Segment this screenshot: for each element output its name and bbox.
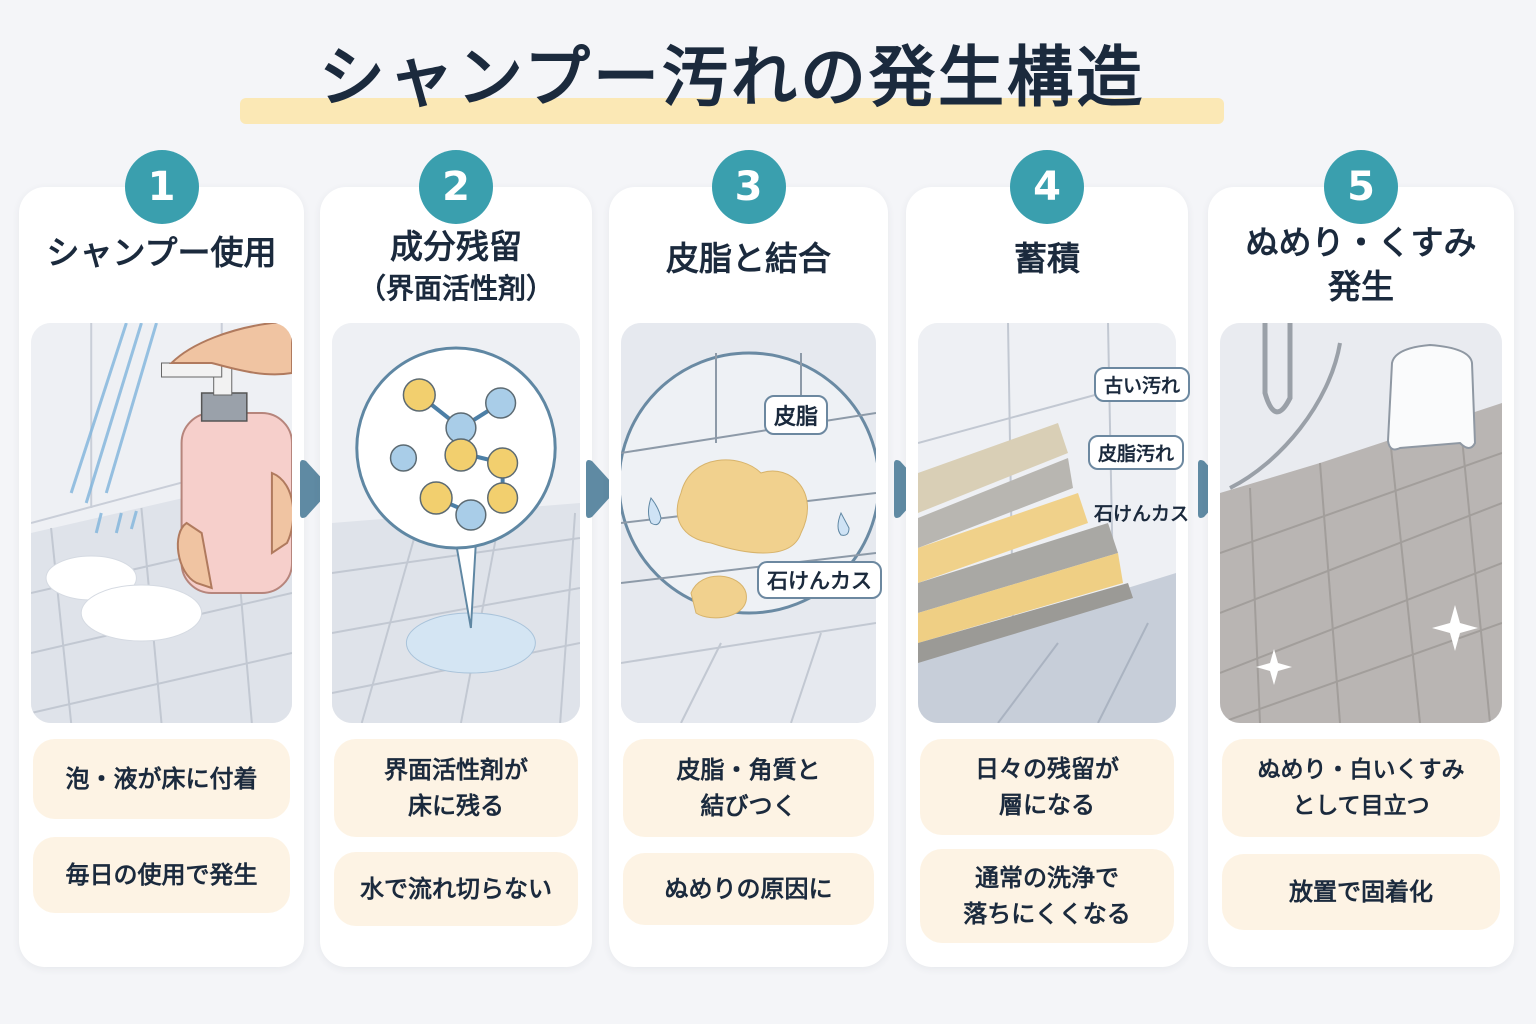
step-title-text: 蓄積	[1014, 239, 1080, 278]
illustration-shampoo-use	[31, 323, 292, 723]
step-card-3: 3 皮脂と結合 皮脂 石けんカス 皮脂・角質と 結び	[609, 150, 888, 967]
step-card-2: 2 成分残留 （界面活性剤）	[320, 150, 592, 967]
step-title-text: シャンプー使用	[46, 233, 277, 272]
note-box: ぬめりの原因に	[623, 853, 874, 925]
step-card-5: 5 ぬめり・くすみ 発生 ぬめり・白いくすみ として目立つ 放	[1208, 150, 1514, 967]
illustration-slime-dullness	[1220, 323, 1502, 723]
step-title: 成分残留 （界面活性剤）	[320, 225, 592, 309]
molecule-magnifier-icon	[332, 323, 580, 723]
note-box: 通常の洗浄で 落ちにくくなる	[920, 849, 1174, 943]
note-box: 界面活性剤が 床に残る	[334, 739, 578, 837]
step-title-text: 成分残留	[390, 227, 522, 266]
step-title: 蓄積	[906, 237, 1188, 281]
note-box: 毎日の使用で発生	[33, 837, 290, 913]
callout-label: 皮脂	[764, 395, 829, 435]
step-title: ぬめり・くすみ 発生	[1208, 221, 1514, 309]
title-highlight	[240, 98, 1224, 124]
note-box: 放置で固着化	[1222, 854, 1500, 930]
arrow-right-icon	[582, 458, 616, 520]
page-title: シャンプー汚れの発生構造	[318, 39, 1146, 116]
bath-stool-floor-icon	[1220, 323, 1502, 723]
callout-label: 石けんカス	[1094, 503, 1190, 525]
step-title-text: 皮脂と結合	[666, 239, 831, 278]
step-subtitle: 発生	[1328, 267, 1394, 306]
note-box: 日々の残留が 層になる	[920, 739, 1174, 835]
arrow-right-icon	[296, 458, 330, 520]
callout-label: 皮脂汚れ	[1088, 435, 1185, 470]
callout-label: 古い汚れ	[1094, 367, 1191, 402]
step-number-badge: 5	[1324, 150, 1398, 224]
illustration-sebum-binding	[621, 323, 876, 723]
step-card-4: 4 蓄積 古い汚れ 皮脂汚れ 石けんカス 日々の残留が 層になる 通常	[906, 150, 1191, 967]
title-block: シャンプー汚れの発生構造	[240, 36, 1224, 124]
step-card-1: 1 シャンプー使用	[19, 150, 304, 967]
note-box: 皮脂・角質と 結びつく	[623, 739, 874, 837]
callout-label: 石けんカス	[757, 561, 882, 599]
shampoo-bottle-icon	[31, 323, 292, 723]
note-box: 泡・液が床に付着	[33, 739, 290, 819]
step-number-badge: 2	[419, 150, 493, 224]
sebum-blob-icon	[621, 323, 876, 723]
step-number-badge: 1	[124, 150, 199, 224]
note-box: 水で流れ切らない	[334, 852, 578, 926]
illustration-residue-molecules	[332, 323, 580, 723]
step-number-badge: 4	[1010, 150, 1084, 224]
note-box: ぬめり・白いくすみ として目立つ	[1222, 739, 1500, 837]
step-title-text: ぬめり・くすみ	[1245, 223, 1477, 262]
step-title: 皮脂と結合	[609, 237, 888, 281]
step-title: シャンプー使用	[19, 231, 304, 275]
step-number-badge: 3	[711, 150, 786, 224]
step-subtitle: （界面活性剤）	[357, 272, 554, 305]
